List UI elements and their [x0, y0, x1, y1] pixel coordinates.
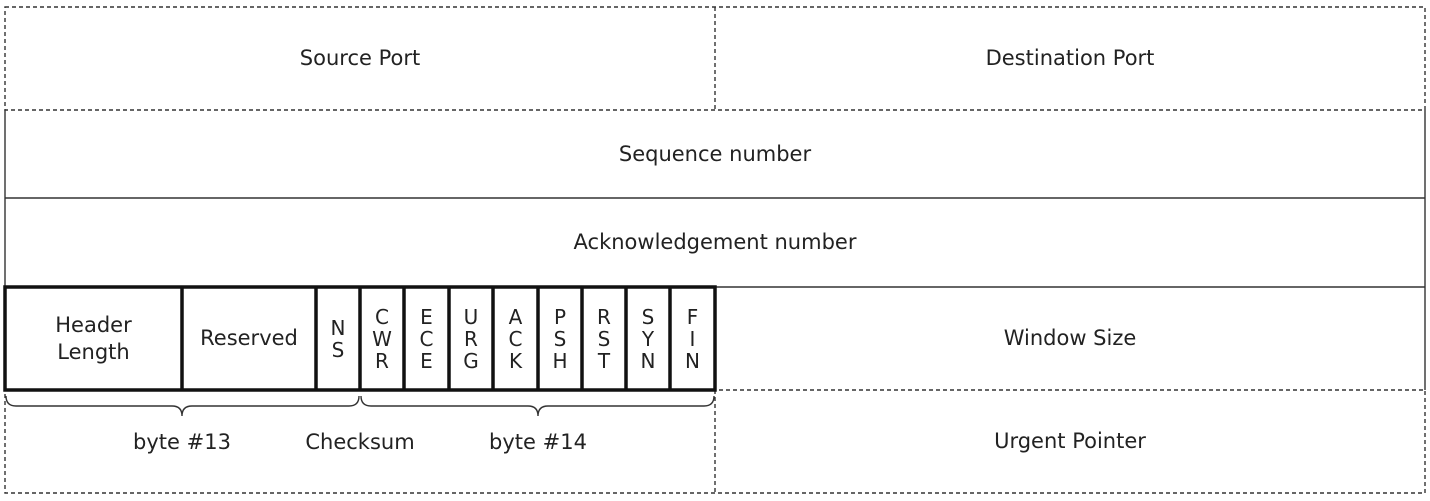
sequence-number-label: Sequence number: [618, 141, 812, 166]
flag-psh: P S H: [552, 304, 568, 373]
flag-syn: S Y N: [640, 304, 656, 373]
destination-port-label: Destination Port: [985, 46, 1155, 71]
flag-ack: A C K: [508, 304, 523, 373]
flag-fin: F I N: [685, 304, 700, 373]
checksum-label: Checksum: [305, 429, 415, 454]
source-port-label: Source Port: [299, 46, 421, 71]
byte14-brace: [360, 395, 715, 417]
flag-ece: E C E: [419, 304, 434, 373]
header-length-label: Header Length: [55, 313, 132, 364]
flag-rst: R S T: [597, 304, 611, 373]
flag-cwr: C W R: [372, 304, 392, 373]
byte14-label: byte #14: [489, 429, 587, 454]
urgent-pointer-label: Urgent Pointer: [994, 429, 1146, 454]
flag-urg: U R G: [463, 304, 479, 373]
ns-flag-label: N S: [330, 315, 346, 362]
window-size-label: Window Size: [1003, 326, 1137, 351]
reserved-label: Reserved: [200, 326, 298, 351]
byte13-brace: [5, 395, 360, 417]
byte13-label: byte #13: [133, 429, 231, 454]
acknowledgement-number-label: Acknowledgement number: [573, 230, 857, 255]
